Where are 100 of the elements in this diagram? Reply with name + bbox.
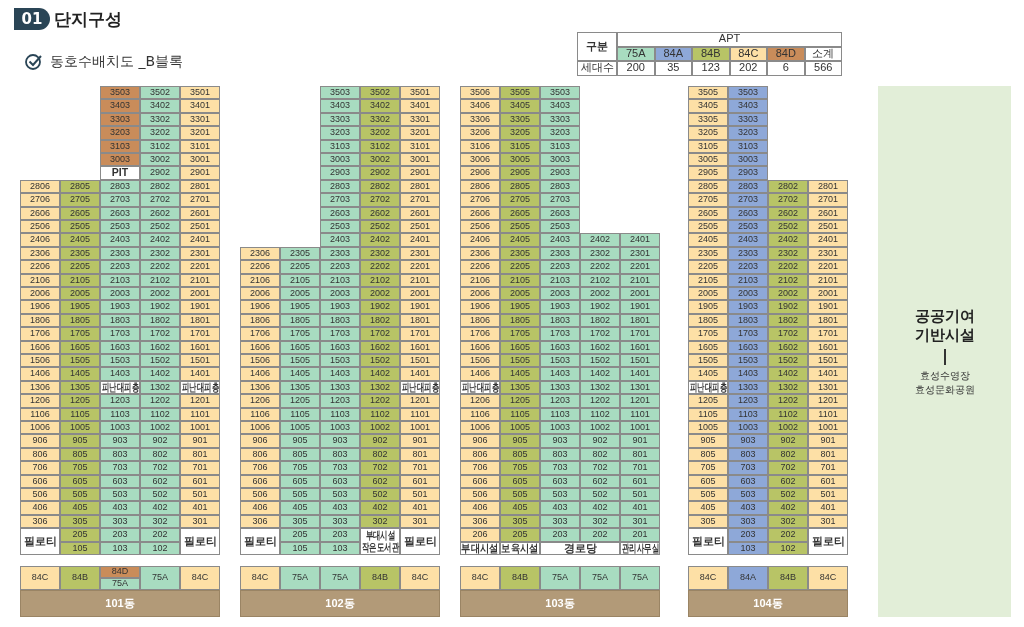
unit-cell: 1901 (400, 300, 440, 314)
unit-cell: 503 (728, 488, 768, 502)
unit-cell: 1705 (60, 327, 100, 341)
unit-cell: 2501 (400, 220, 440, 234)
unit-cell: 906 (460, 434, 500, 448)
unit-cell: 2001 (180, 287, 220, 301)
unit-cell: 1703 (320, 327, 360, 341)
unit-cell: 403 (320, 501, 360, 515)
unit-cell: 903 (320, 434, 360, 448)
unit-cell: 2705 (500, 193, 540, 207)
unit-cell: 503 (320, 488, 360, 502)
unit-cell: 2003 (320, 287, 360, 301)
unit-cell: 901 (808, 434, 848, 448)
unit-cell: 2402 (360, 233, 400, 247)
unit-cell: 2005 (60, 287, 100, 301)
unit-cell: 1903 (320, 300, 360, 314)
unit-cell: 1401 (620, 367, 660, 381)
unit-cell: 2403 (728, 233, 768, 247)
unit-cell: 2003 (540, 287, 580, 301)
unit-cell: 1403 (728, 367, 768, 381)
unit-cell: 2403 (320, 233, 360, 247)
unit-cell: 2306 (240, 246, 280, 261)
unit-type-cell: 84C (180, 566, 220, 590)
unit-cell: 503 (100, 488, 140, 502)
unit-cell: 1202 (360, 394, 400, 408)
unit-cell: 3401 (180, 99, 220, 113)
table-cell: 6 (767, 61, 805, 76)
unit-cell: 1502 (140, 354, 180, 368)
unit-cell: 1503 (100, 354, 140, 368)
unit-cell: 205 (280, 528, 320, 542)
unit-cell: 2806 (20, 179, 60, 194)
unit-cell: 2005 (280, 287, 320, 301)
unit-cell: 2403 (540, 233, 580, 247)
unit-cell: 505 (280, 488, 320, 502)
unit-cell: 1505 (280, 354, 320, 368)
unit-cell: 3003 (320, 153, 360, 167)
unit-cell: 3401 (400, 99, 440, 113)
building-name-bar: 104동 (688, 590, 848, 617)
unit-cell: 1703 (728, 327, 768, 341)
unit-cell: 701 (620, 461, 660, 475)
unit-type-cell: 84C (400, 566, 440, 590)
unit-cell: 2405 (688, 233, 728, 247)
unit-cell: 1005 (60, 421, 100, 435)
unit-cell: 2502 (140, 220, 180, 234)
unit-cell: 1403 (540, 367, 580, 381)
unit-cell: 403 (728, 501, 768, 515)
unit-cell: 3201 (180, 126, 220, 140)
unit-cell: 2206 (20, 260, 60, 274)
table-cell: 202 (729, 61, 767, 76)
unit-cell: 1006 (240, 421, 280, 435)
unit-cell: 1203 (728, 394, 768, 408)
unit-cell: 1702 (768, 327, 808, 341)
unit-cell: 3403 (320, 99, 360, 113)
unit-cell: 2703 (540, 193, 580, 207)
unit-cell: 902 (360, 434, 400, 448)
unit-cell: 1501 (180, 354, 220, 368)
unit-cell: 505 (688, 488, 728, 502)
unit-cell: 3405 (688, 99, 728, 113)
unit-cell: 2706 (20, 193, 60, 207)
unit-cell: 2703 (320, 193, 360, 207)
unit-cell: 2205 (60, 260, 100, 274)
unit-cell: 701 (808, 461, 848, 475)
unit-type-cell: 84C (808, 566, 848, 590)
unit-cell: 406 (460, 501, 500, 515)
unit-type-cell: 84D (100, 566, 140, 578)
unit-cell: 1905 (500, 300, 540, 314)
unit-cell: 2506 (460, 220, 500, 234)
unit-cell: 1402 (360, 367, 400, 381)
unit-type-cell: 84C (240, 566, 280, 590)
unit-cell: 2502 (360, 220, 400, 234)
unit-cell: 706 (240, 461, 280, 475)
table-cell: 566 (804, 61, 842, 76)
unit-cell: 1702 (140, 327, 180, 341)
unit-cell: 2905 (500, 166, 540, 180)
unit-cell: 2505 (500, 220, 540, 234)
unit-cell: 405 (500, 501, 540, 515)
unit-cell: 2701 (180, 193, 220, 207)
unit-cell: 3003 (540, 153, 580, 167)
unit-cell: 903 (100, 434, 140, 448)
unit-cell: 405 (688, 501, 728, 515)
unit-type-cell: 84B (60, 566, 100, 590)
unit-cell: 702 (768, 461, 808, 475)
unit-cell: 401 (180, 501, 220, 515)
unit-cell: 1002 (580, 421, 620, 435)
table-header-cell: 세대수 (577, 61, 617, 76)
unit-cell: 3402 (140, 99, 180, 113)
unit-cell: 2202 (140, 260, 180, 274)
unit-cell: 1001 (400, 421, 440, 435)
unit-cell: 1905 (688, 300, 728, 314)
unit-cell: 501 (808, 488, 848, 502)
unit-cell: 2706 (460, 193, 500, 207)
unit-cell: 1503 (728, 354, 768, 368)
unit-cell: 1506 (460, 354, 500, 368)
unit-cell: 2001 (400, 287, 440, 301)
unit-cell: 3203 (320, 126, 360, 140)
unit-cell: 506 (460, 488, 500, 502)
unit-cell: 905 (60, 434, 100, 448)
unit-cell: 2205 (500, 260, 540, 274)
unit-cell: 3206 (460, 126, 500, 140)
unit-cell: 703 (320, 461, 360, 475)
